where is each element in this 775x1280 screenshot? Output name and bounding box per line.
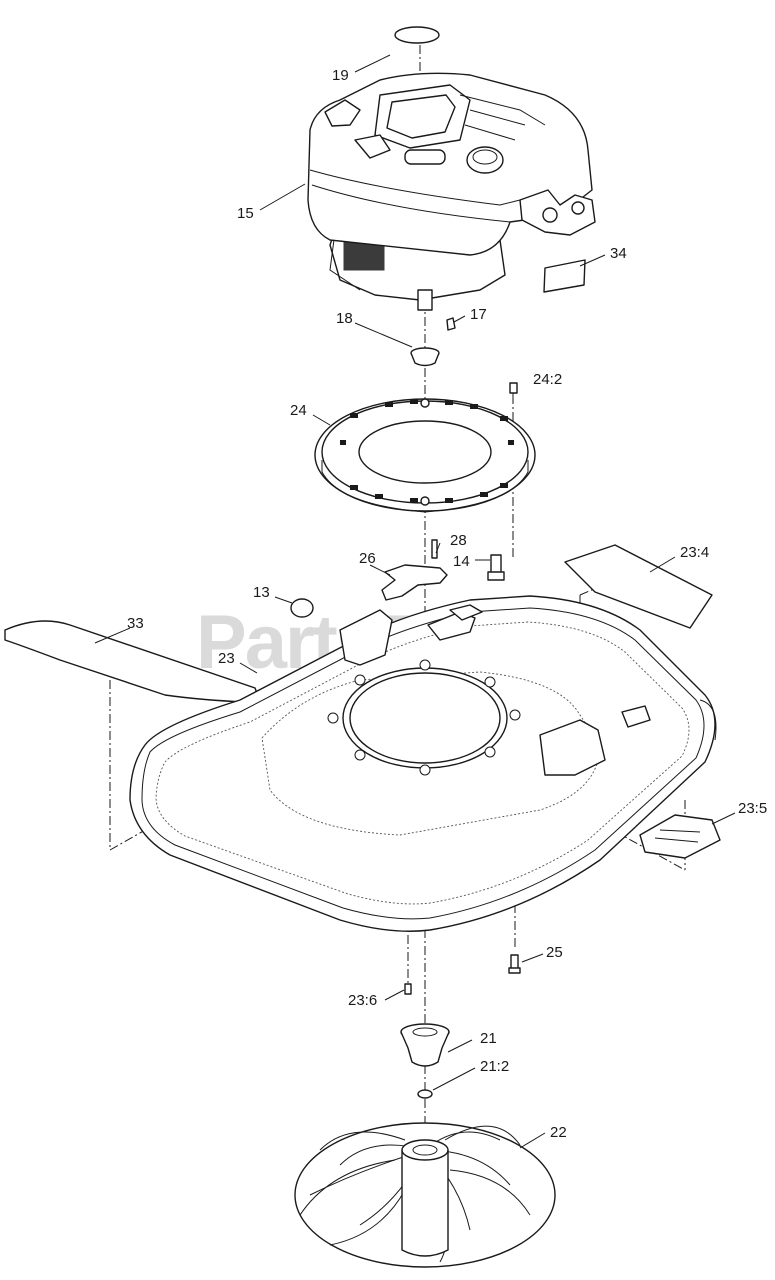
callout-23: 23 [218, 650, 235, 667]
part-14-bolt[interactable] [487, 554, 505, 581]
callout-23-6: 23:6 [348, 992, 377, 1009]
callout-23-4: 23:4 [680, 544, 709, 561]
callout-26: 26 [359, 550, 376, 567]
part-21-hub[interactable] [400, 1023, 450, 1067]
part-28-pin[interactable] [431, 539, 438, 559]
callout-19: 19 [332, 67, 349, 84]
part-23-6-pin[interactable] [404, 983, 412, 995]
callout-28: 28 [450, 532, 467, 549]
callout-21-2: 21:2 [480, 1058, 509, 1075]
callout-24-2: 24:2 [533, 371, 562, 388]
callout-23-5: 23:5 [738, 800, 767, 817]
callout-33: 33 [127, 615, 144, 632]
part-18-grommet[interactable] [410, 347, 440, 367]
callout-15: 15 [237, 205, 254, 222]
callout-25: 25 [546, 944, 563, 961]
callout-17: 17 [470, 306, 487, 323]
callout-13: 13 [253, 584, 270, 601]
part-23-5-vent[interactable] [639, 814, 721, 859]
part-24-2-screw[interactable] [509, 382, 518, 400]
part-23-deck[interactable] [129, 595, 717, 932]
leader-lines [94, 54, 736, 1149]
part-21-2-washer[interactable] [417, 1089, 433, 1099]
part-26-bracket[interactable] [381, 564, 448, 601]
part-24-ring-plate[interactable] [314, 398, 536, 513]
callout-24: 24 [290, 402, 307, 419]
callout-18: 18 [336, 310, 353, 327]
callout-22: 22 [550, 1124, 567, 1141]
callout-14: 14 [453, 553, 470, 570]
callout-labels: 19 15 34 18 17 24:2 24 28 26 14 23:4 13 … [127, 67, 767, 1141]
part-22-impeller[interactable] [294, 1122, 556, 1268]
part-17-pin[interactable] [446, 317, 456, 331]
callout-34: 34 [610, 245, 627, 262]
part-15-engine[interactable] [307, 72, 596, 311]
part-23-4-decal[interactable] [564, 544, 713, 629]
callout-21: 21 [480, 1030, 497, 1047]
part-19-cap[interactable] [394, 26, 440, 44]
part-34-label[interactable] [543, 259, 586, 293]
part-25-screw[interactable] [508, 954, 521, 974]
part-13-plug[interactable] [290, 598, 314, 618]
